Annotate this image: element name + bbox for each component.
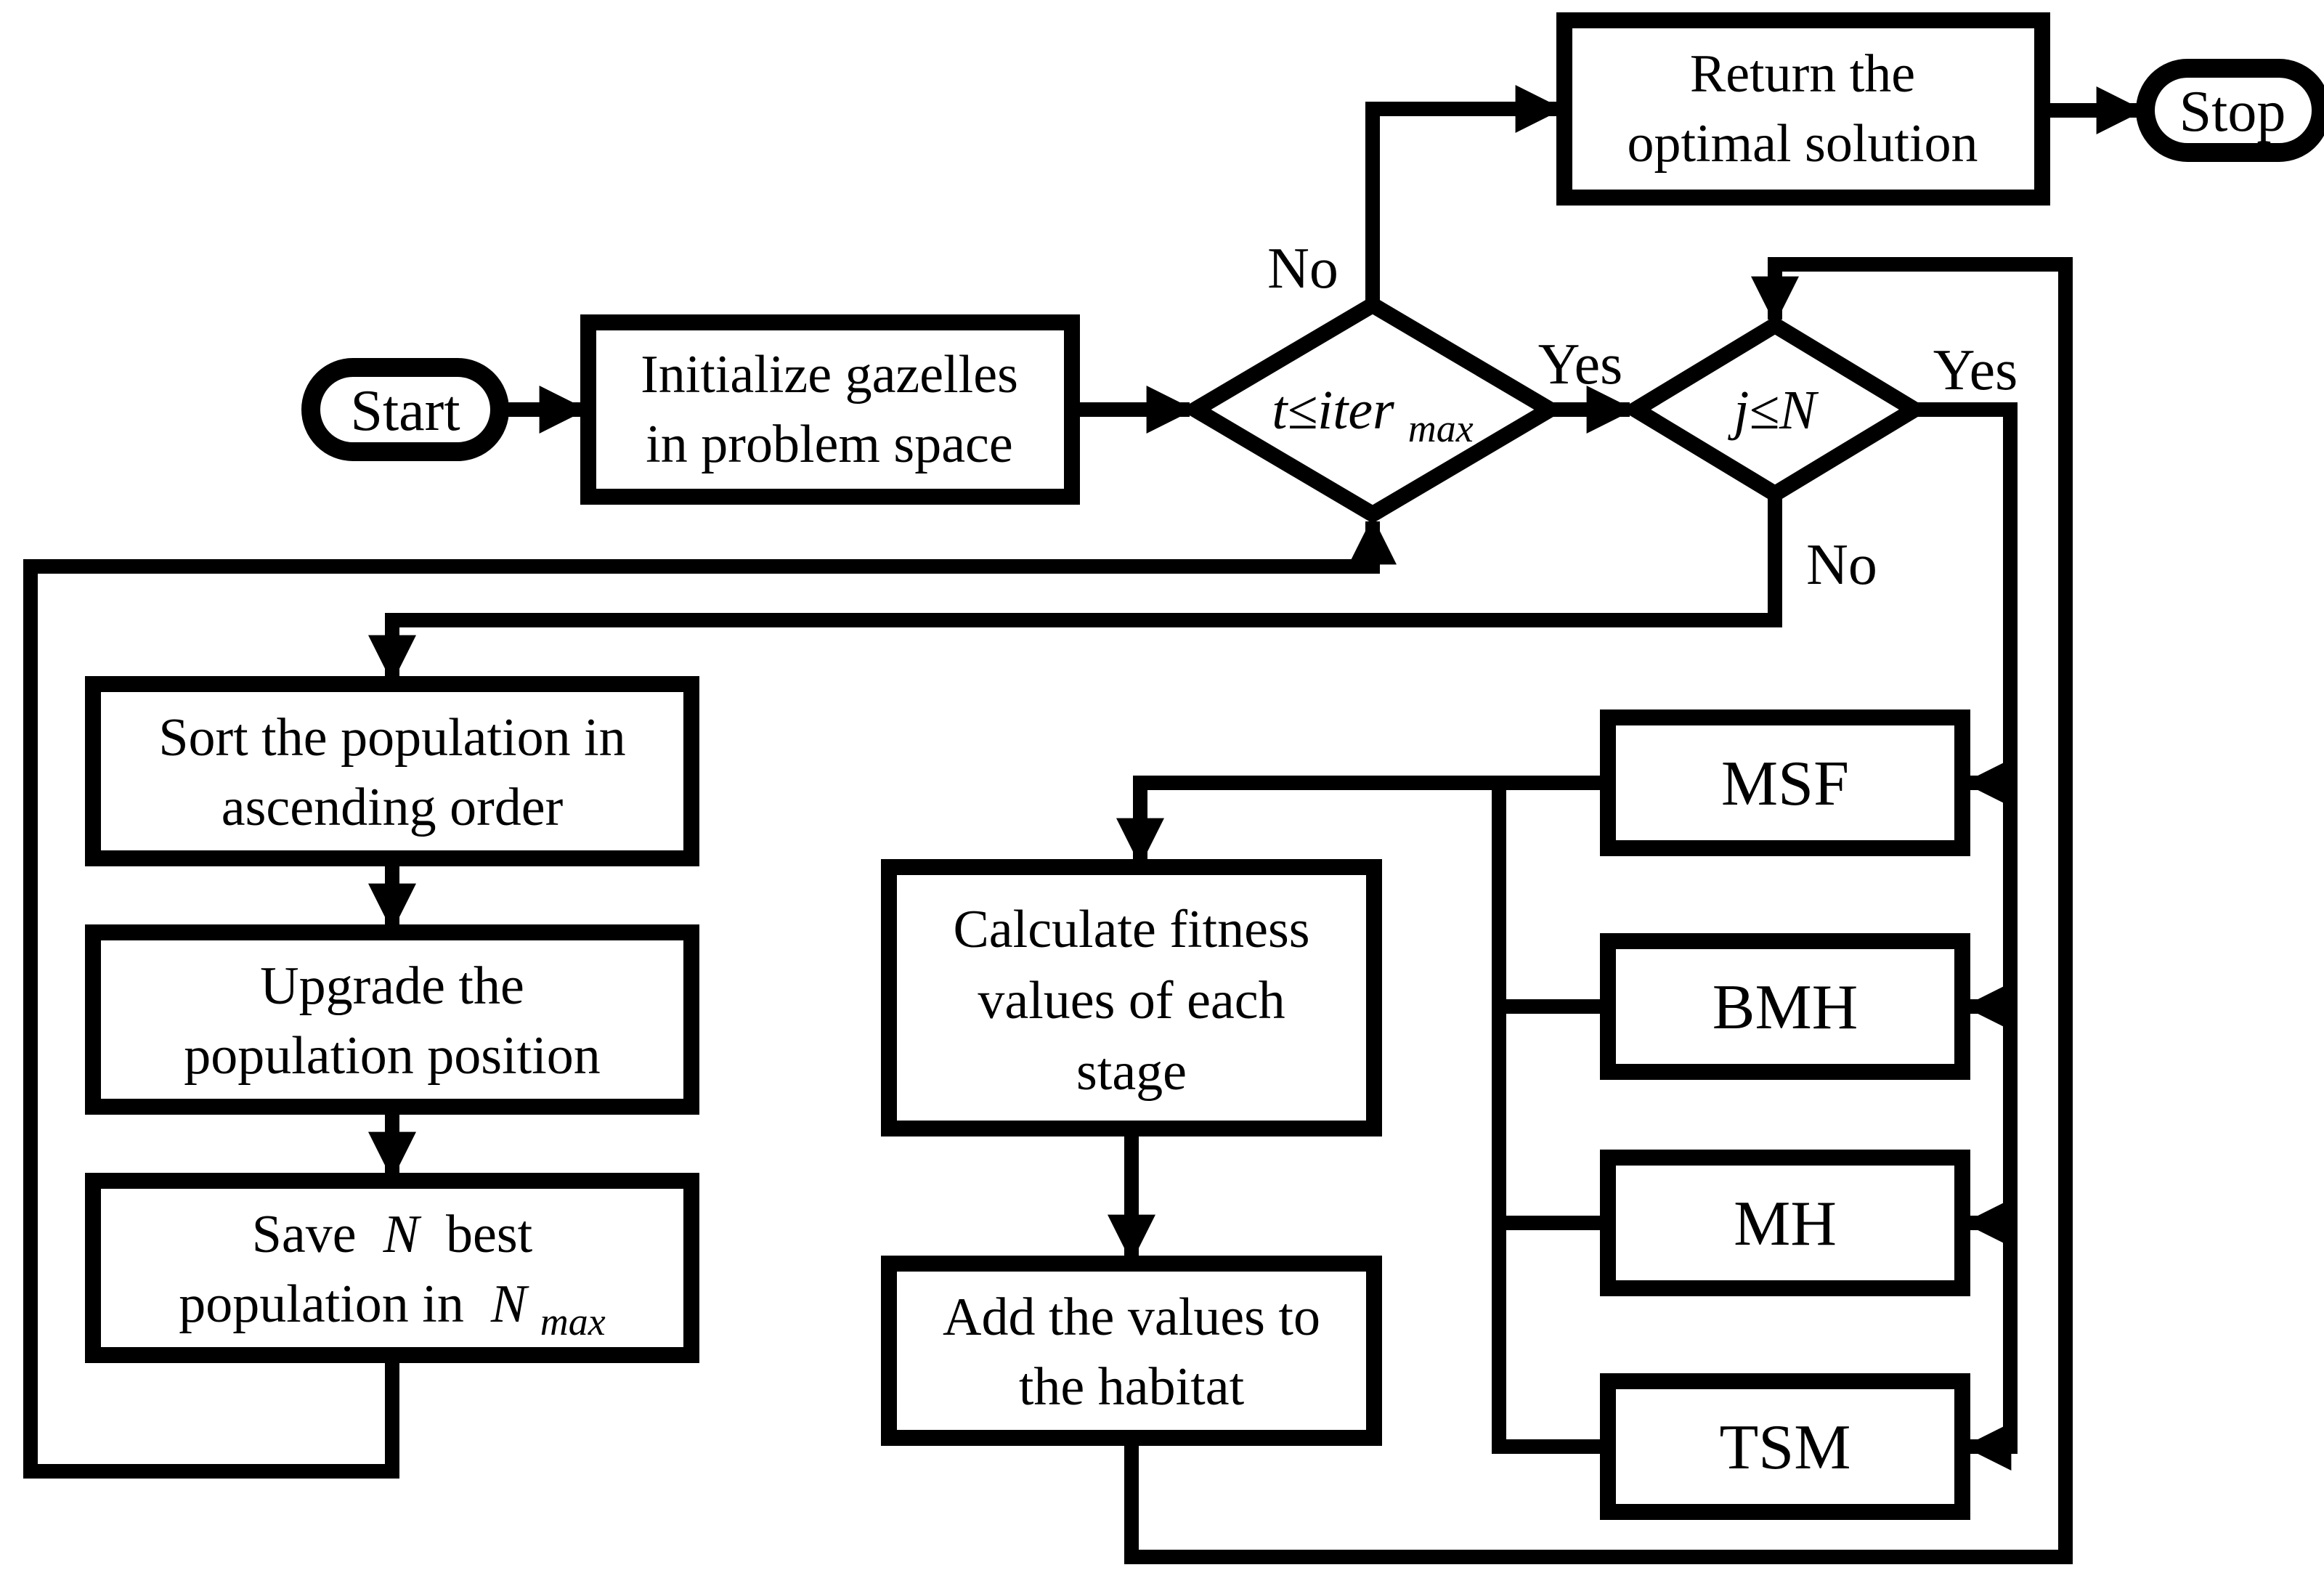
- upgrade-label-line2: population position: [184, 1026, 601, 1086]
- iter-decision-diamond: [1179, 296, 1566, 524]
- nodes: Start Initialize gazelles in problem spa…: [85, 12, 2324, 1520]
- j-decision-label: j≤N: [1727, 380, 1819, 441]
- stop-label: Stop: [2179, 80, 2286, 144]
- connector-stages-calculate: [1116, 776, 1608, 866]
- upgrade-process-box: [85, 924, 699, 1115]
- calculate-process-box: [881, 859, 1382, 1136]
- connector-stages-collect-line: [1492, 783, 1608, 1454]
- initialize-label-line1: Initialize gazelles: [641, 345, 1018, 404]
- tsm-label: TSM: [1720, 1412, 1851, 1483]
- calculate-label-line3: stage: [1076, 1042, 1187, 1102]
- j-no-label: No: [1806, 533, 1877, 597]
- connector-iter-no-return: [1365, 85, 1564, 305]
- return-label-line2: optimal solution: [1627, 114, 1978, 174]
- calculate-label-line1: Calculate fitness: [953, 900, 1309, 959]
- save-label-line1: Save N best: [252, 1205, 533, 1264]
- iter-decision-label: t≤iter max: [1272, 380, 1473, 450]
- connector-j-yes-stages-feed: [1914, 402, 2018, 1471]
- msf-stage-box: [1600, 709, 1970, 856]
- bmh-stage-box: [1600, 933, 1970, 1080]
- msf-label: MSF: [1721, 749, 1849, 819]
- start-label: Start: [350, 379, 460, 443]
- connector-j-no-sort: [368, 494, 1782, 683]
- return-label-line1: Return the: [1690, 44, 1915, 104]
- connector-save-loop-iter-decision: [23, 516, 1397, 1479]
- save-label-line2: population in N max: [179, 1274, 605, 1343]
- mh-stage-box: [1600, 1150, 1970, 1296]
- iter-no-label: No: [1267, 237, 1338, 301]
- j-yes-label: Yes: [1933, 338, 2018, 402]
- sort-process-box: [85, 676, 699, 866]
- add-process-box: [881, 1256, 1382, 1446]
- start-terminator: [301, 358, 509, 461]
- initialize-process-box: [580, 314, 1080, 505]
- bmh-label: BMH: [1712, 972, 1858, 1043]
- save-process-box: [85, 1173, 699, 1363]
- sort-label-line1: Sort the population in: [158, 708, 625, 768]
- stop-terminator: [2136, 59, 2324, 162]
- return-solution-box: [1556, 12, 2050, 206]
- iter-yes-label: Yes: [1538, 333, 1622, 397]
- initialize-label-line2: in problem space: [646, 415, 1013, 474]
- add-label-line1: Add the values to: [943, 1288, 1320, 1347]
- branch-labels: No Yes Yes No: [1267, 237, 2018, 597]
- add-label-line2: the habitat: [1019, 1357, 1245, 1417]
- upgrade-label-line1: Upgrade the: [260, 956, 524, 1016]
- connectors: [23, 85, 2145, 1564]
- mh-label: MH: [1734, 1189, 1837, 1259]
- j-decision-diamond: [1620, 316, 1930, 503]
- connector-add-loop-j-decision: [1124, 257, 2073, 1564]
- tsm-stage-box: [1600, 1373, 1970, 1520]
- calculate-label-line2: values of each: [978, 971, 1285, 1030]
- sort-label-line2: ascending order: [222, 778, 564, 837]
